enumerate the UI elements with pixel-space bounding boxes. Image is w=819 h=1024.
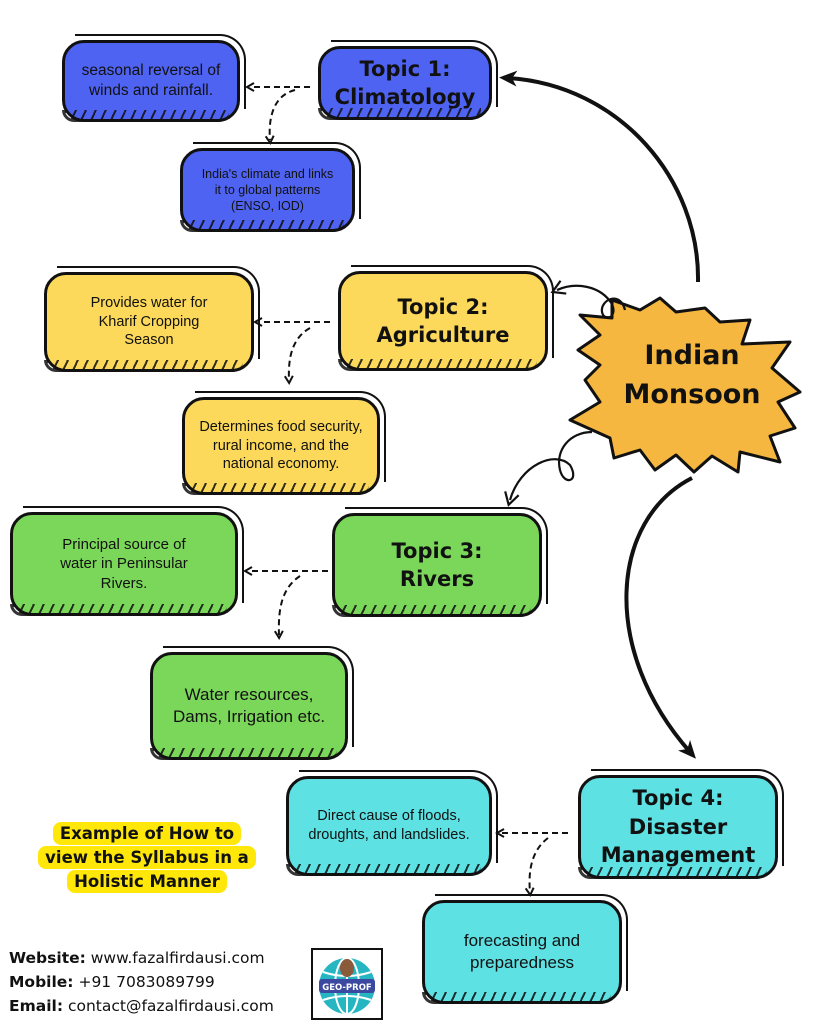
topic-3-title-line1: Topic 3:: [391, 538, 483, 563]
central-topic-label: Indian Monsoon: [612, 336, 772, 414]
topic-3-detail-2-text: Water resources, Dams, Irrigation etc.: [172, 684, 326, 726]
topic-2-title-line1: Topic 2:: [397, 294, 489, 319]
topic-1-detail-1-text: seasonal reversal of winds and rainfall.: [81, 61, 221, 99]
topic-3-detail-1: Principal source of water in Peninsular …: [10, 506, 244, 616]
topic-4-title-line1: Topic 4:: [632, 786, 724, 811]
arrow-to-topic-3: [504, 430, 593, 507]
topic-4-detail-1: Direct cause of floods, droughts, and la…: [286, 770, 498, 876]
website-link[interactable]: www.fazalfirdausi.com: [90, 949, 265, 967]
callout-line1: Example of How to: [59, 824, 235, 843]
topic-1-box: Topic 1: Climatology: [318, 40, 498, 120]
topic-2-detail-2: Determines food security, rural income, …: [182, 391, 386, 495]
central-topic-line1: Indian: [644, 340, 740, 371]
topic-1-title-line2: Climatology: [334, 85, 476, 109]
topic-2-detail-2-text: Determines food security, rural income, …: [199, 418, 363, 473]
topic-4-connectors: [500, 833, 568, 892]
topic-3-box: Topic 3: Rivers: [332, 507, 548, 617]
topic-3-detail-1-text: Principal source of water in Peninsular …: [60, 535, 188, 592]
monsoon-starburst: [568, 296, 802, 474]
central-topic-line2: Monsoon: [623, 379, 761, 411]
geo-prof-logo: GEO-PROF: [311, 948, 383, 1020]
callout-line3: Holistic Manner: [74, 871, 220, 891]
topic-4-detail-1-text: Direct cause of floods, droughts, and la…: [308, 808, 470, 843]
topic-1-title-line1: Topic 1:: [359, 56, 451, 81]
topic-1-detail-1: seasonal reversal of winds and rainfall.: [62, 34, 246, 122]
topic-1-detail-2-text: India's climate and links it to global p…: [201, 166, 334, 214]
topic-2-title-line2: Agriculture: [376, 323, 510, 347]
topic-4-title-line3: Management: [600, 843, 756, 868]
arrow-to-topic-2: [550, 280, 627, 319]
contact-mobile-row: Mobile: +91 7083089799: [9, 970, 274, 994]
syllabus-callout: Example of How to view the Syllabus in a H…: [38, 822, 256, 894]
email-label: Email:: [9, 997, 64, 1016]
email-link[interactable]: contact@fazalfirdausi.com: [67, 997, 274, 1016]
contact-email-row: Email: contact@fazalfirdausi.com: [9, 994, 274, 1018]
website-label: Website:: [9, 949, 86, 967]
topic-1-title: Topic 1: Climatology: [335, 55, 476, 112]
arrow-to-topic-4: [624, 476, 696, 759]
topic-4-title-line2: Disaster: [628, 814, 728, 839]
callout-line2: view the Syllabus in a: [45, 847, 249, 867]
topic-3-title-line2: Rivers: [399, 567, 475, 591]
topic-3-connectors: [248, 571, 328, 635]
topic-1-connectors: [250, 87, 310, 140]
topic-2-box: Topic 2: Agriculture: [338, 265, 554, 371]
logo-text: GEO-PROF: [322, 983, 372, 993]
topic-2-detail-1: Provides water for Kharif Cropping Seaso…: [44, 266, 260, 372]
topic-2-connectors: [258, 322, 330, 380]
mobile-number: +91 7083089799: [78, 973, 215, 992]
avatar-face: [340, 959, 354, 977]
contact-website-row: Website: www.fazalfirdausi.com: [9, 946, 274, 970]
topic-4-detail-2: forecasting and preparedness: [422, 894, 628, 1004]
arrow-to-topic-1: [499, 70, 701, 283]
contact-info: Website: www.fazalfirdausi.com Mobile: +…: [9, 946, 274, 1018]
topic-4-detail-2-text: forecasting and preparedness: [463, 930, 581, 972]
topic-2-detail-1-text: Provides water for Kharif Cropping Seaso…: [90, 294, 208, 349]
topic-1-detail-2: India's climate and links it to global p…: [180, 142, 361, 232]
mobile-label: Mobile:: [9, 973, 74, 992]
topic-3-detail-2: Water resources, Dams, Irrigation etc.: [150, 646, 354, 760]
topic-4-box: Topic 4: Disaster Management: [578, 769, 784, 879]
globe-icon: GEO-PROF: [319, 957, 375, 1015]
